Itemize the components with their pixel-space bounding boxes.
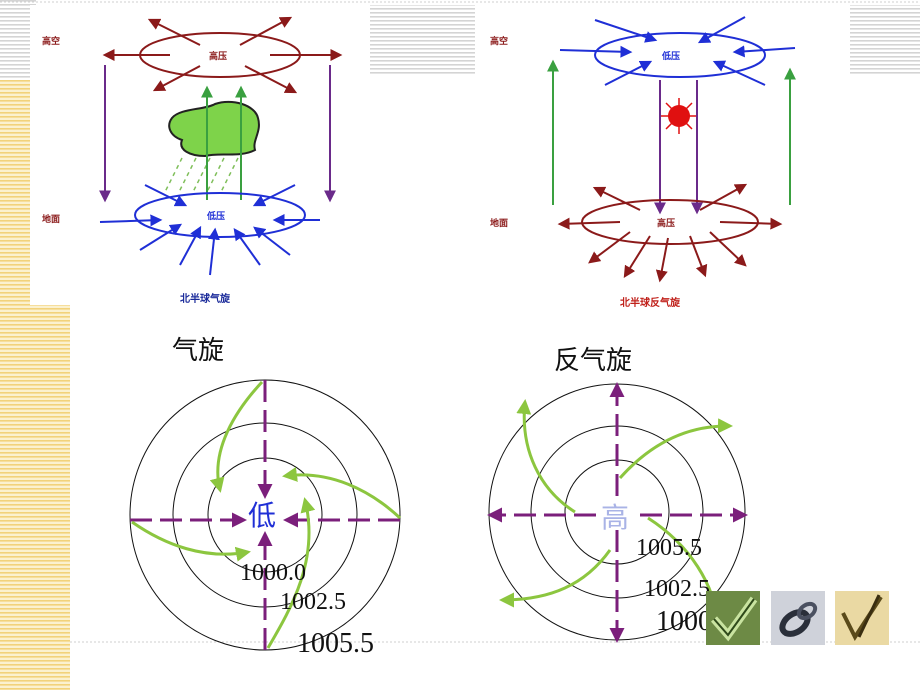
upper-divergence-arrows [102,16,343,94]
sun-icon [661,98,697,134]
top-right-gray-stripe [850,5,920,75]
cyclone-title: 气旋 [172,336,225,366]
surface-high-ellipse [581,199,759,245]
cyclone-axes [130,380,400,650]
anticyclone-title: 反气旋 [554,346,633,376]
surface-high-label: 高压 [657,219,676,229]
rain-lines [164,157,239,193]
upper-convergence-arrows [559,16,796,86]
cyclone-center-low: 低 [248,499,277,532]
upper-level-label-right: 高空 [490,37,509,47]
upper-level-label: 高空 [42,37,61,47]
surface-divergence-arrows [557,183,783,283]
anticyclone-caption: 北半球反气旋 [620,298,680,309]
upper-low-label: 低压 [662,52,681,62]
anticyclone-axes [487,382,748,643]
anticyclone-isobar-2: 1002.5 [644,576,710,602]
ring-thumbnail [771,591,825,645]
ground-level-label-right: 地面 [490,219,509,229]
cyclone-isobar-1: 1000.0 [240,560,306,586]
upper-low-ellipse [594,32,766,78]
pen-check-thumbnail [835,591,889,645]
pen-check-icon [835,591,889,645]
anticyclone-isobar-1: 1005.5 [636,535,702,561]
surface-low-ellipse [134,192,306,238]
ring-icon [771,591,825,645]
cyclone-isobar-3: 1005.5 [297,628,374,659]
cyclone-isobar-2: 1002.5 [280,589,346,615]
surface-convergence-arrows [99,184,320,276]
cloud-shape [168,100,260,158]
top-mid-gray-stripe [370,5,475,75]
cyclone-caption: 北半球气旋 [180,294,230,305]
anticyclone-center-high: 高 [601,501,630,534]
checkmark-icon [706,591,760,645]
ground-level-label: 地面 [42,215,61,225]
left-stripe-band [0,80,30,690]
checkmark-thumbnail [706,591,760,645]
cyclone-wind-arrows [131,380,402,649]
upper-high-label: 高压 [209,52,228,62]
surface-low-label: 低压 [207,212,226,222]
